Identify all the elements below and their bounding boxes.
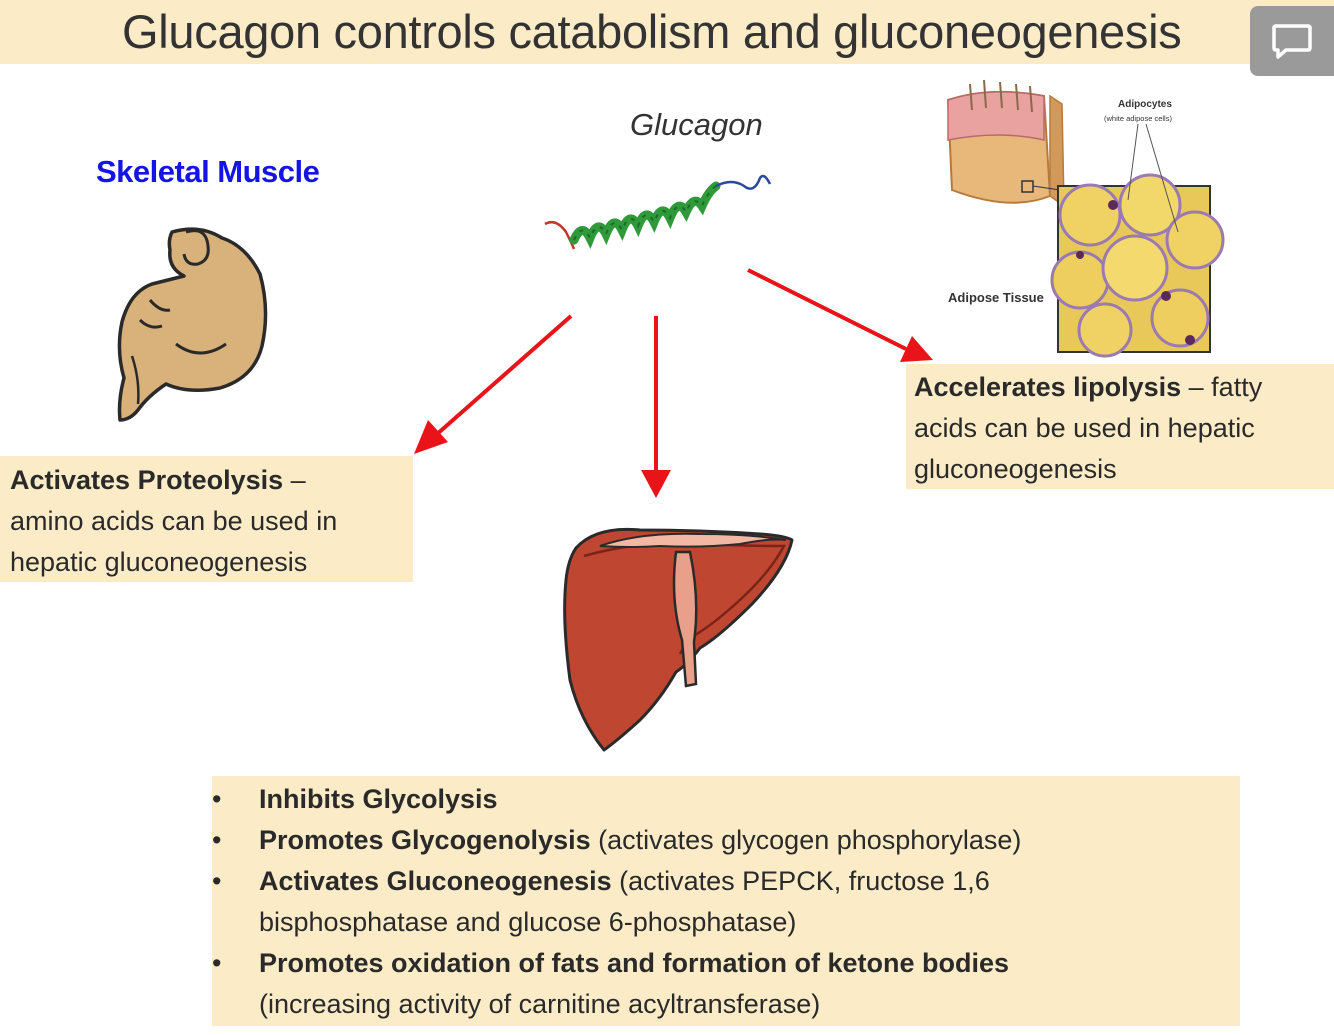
lipolysis-heading: Accelerates lipolysis [914,372,1182,402]
bullet-fat-oxidation: Promotes oxidation of fats and formation… [259,948,1010,978]
chat-button[interactable] [1250,6,1334,76]
proteolysis-line2: amino acids can be used in [10,506,338,536]
bullet-gluconeogenesis-line2: bisphosphatase and glucose 6-phosphatase… [259,907,797,937]
page-title: Glucagon controls catabolism and glucone… [122,5,1182,58]
lipolysis-line3: gluconeogenesis [914,454,1117,484]
adipose-tissue-label: Adipose Tissue [948,290,1044,305]
lipolysis-box: Accelerates lipolysis – fatty acids can … [906,364,1334,489]
adipocytes-label: Adipocytes [1118,99,1172,110]
bullet-gluconeogenesis-detail: (activates PEPCK, fructose 1,6 [611,866,990,896]
proteolysis-dash: – [283,465,306,495]
bullet-item: • Activates Gluconeogenesis (activates P… [212,861,1240,943]
arrow-to-muscle [414,314,573,454]
bullet-item: • Promotes oxidation of fats and formati… [212,943,1240,1025]
flexed-arm-icon [117,227,268,422]
bullet-glycogenolysis-detail: (activates glycogen phosphorylase) [590,825,1022,855]
bullet-dot: • [212,866,222,896]
title-bar [0,0,1334,64]
bullet-dot: • [212,948,222,978]
lipolysis-rest: – fatty [1181,372,1263,402]
bullet-dot: • [212,784,222,814]
bullet-gluconeogenesis: Activates Gluconeogenesis [259,866,612,896]
liver-effects-box: • Inhibits Glycolysis • Promotes Glycoge… [212,776,1240,1026]
bullet-dot: • [212,825,222,855]
arrow-to-adipose [747,268,933,362]
adipocytes-sublabel: (white adipose cells) [1104,114,1172,123]
chat-bubble-icon [1272,24,1312,59]
adipose-tissue-icon: Adipocytes (white adipose cells) Adipose… [946,79,1225,358]
lipolysis-line1: Accelerates lipolysis – fatty [914,367,1334,408]
proteolysis-box: Activates Proteolysis – amino acids can … [0,456,413,582]
bullet-glycogenolysis: Promotes Glycogenolysis [259,825,591,855]
bullet-item: • Inhibits Glycolysis [212,779,1240,820]
proteolysis-line1: Activates Proteolysis – [10,460,413,501]
arrow-to-liver [641,316,671,498]
proteolysis-heading: Activates Proteolysis [10,465,284,495]
skeletal-muscle-label: Skeletal Muscle [96,154,320,189]
proteolysis-line3: hepatic gluconeogenesis [10,547,308,577]
glucagon-label: Glucagon [630,107,763,142]
bullet-item: • Promotes Glycogenolysis (activates gly… [212,820,1240,861]
bullet-glycolysis: Inhibits Glycolysis [259,784,498,814]
bullet-fat-oxidation-line2: (increasing activity of carnitine acyltr… [259,989,821,1019]
lipolysis-line2: acids can be used in hepatic [914,413,1255,443]
liver-icon [563,527,794,752]
protein-helix-icon [544,174,772,250]
